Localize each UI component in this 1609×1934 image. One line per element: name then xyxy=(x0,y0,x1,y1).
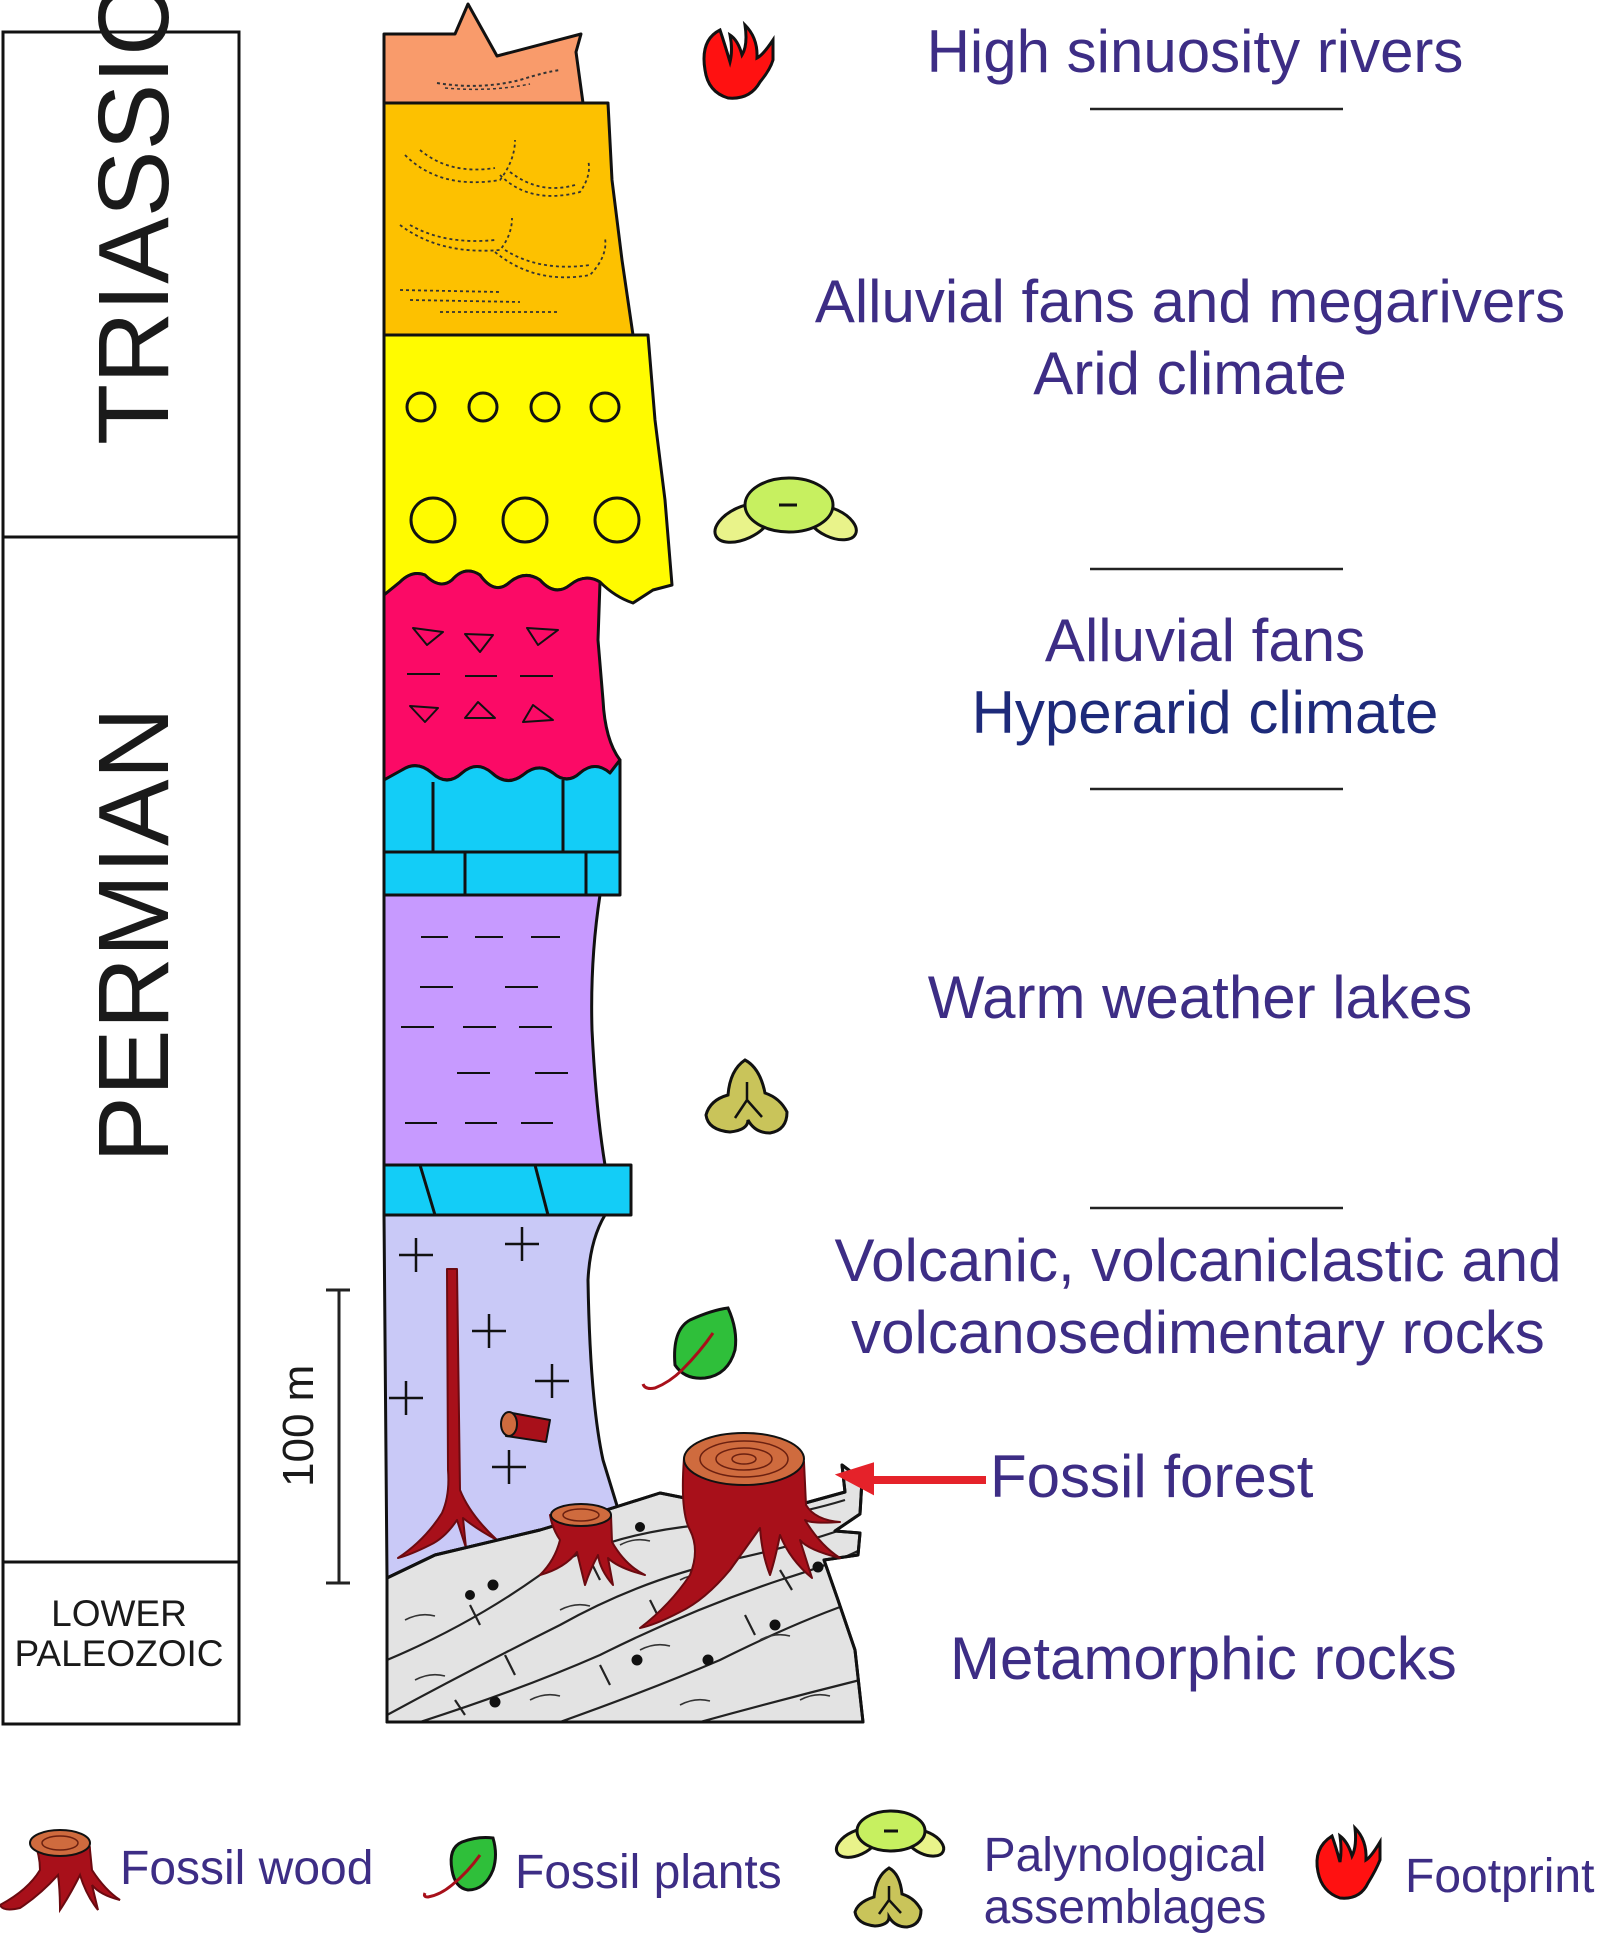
legend-label-palynological-line2: assemblages xyxy=(983,1881,1267,1934)
leaf-icon xyxy=(641,1306,738,1390)
scale-bar xyxy=(326,1288,350,1585)
env-alluvial-megarivers: Alluvial fans and megarivers Arid climat… xyxy=(770,266,1609,410)
legend-label-footprint: Footprint xyxy=(1405,1850,1595,1903)
env-volcanic-line2: volcanosedimentary rocks xyxy=(851,1299,1545,1366)
legend-label-palynological: Palynological assemblages xyxy=(960,1830,1290,1934)
red-arrow-icon xyxy=(834,1462,986,1496)
legend-label-palynological-line1: Palynological xyxy=(983,1829,1267,1882)
env-metamorphic-rocks: Metamorphic rocks xyxy=(950,1625,1457,1692)
pollen-bisaccate-icon xyxy=(713,476,858,544)
tree-stump-icon xyxy=(639,1432,841,1629)
legend-pollen-bisaccate-icon xyxy=(834,1809,946,1859)
period-label-paleozoic: PALEOZOIC xyxy=(14,1633,224,1674)
layer-lake-shale xyxy=(382,893,607,1167)
period-label-triassic: TRIASSIC xyxy=(78,0,190,445)
period-label-permian: PERMIAN xyxy=(78,707,190,1163)
legend-fossil-wood-icon xyxy=(0,1829,121,1914)
env-fossil-forest: Fossil forest xyxy=(990,1443,1314,1510)
period-label-lower-paleozoic: LOWER PALEOZOIC xyxy=(3,1594,235,1674)
lower-paleozoic-box xyxy=(1,1560,241,1726)
layer-crossbedded-sandstone xyxy=(382,101,635,337)
legend-footprint-icon xyxy=(1315,1823,1382,1900)
triassic-box xyxy=(1,30,241,539)
env-alluvial-hyperarid: Alluvial fans Hyperarid climate xyxy=(910,605,1500,749)
layer-limestone-lower xyxy=(382,1163,633,1217)
env-volcanic-rocks: Volcanic, volcaniclastic and volcanosedi… xyxy=(790,1225,1606,1369)
tree-trunk-icon xyxy=(397,1268,498,1559)
layer-limestone-upper xyxy=(382,758,622,897)
env-high-sinuosity-rivers: High sinuosity rivers xyxy=(926,18,1464,85)
env-hyperarid-climate: Hyperarid climate xyxy=(971,679,1439,746)
env-warm-weather-lakes: Warm weather lakes xyxy=(927,964,1473,1031)
scale-bar-label: 100 m xyxy=(274,1364,323,1487)
pollen-trilete-icon xyxy=(704,1058,789,1135)
legend-leaf-icon xyxy=(422,1836,497,1899)
legend-icons xyxy=(0,1809,1382,1929)
env-alluvial-megarivers-line1: Alluvial fans and megarivers xyxy=(814,268,1566,335)
layer-breccia xyxy=(382,569,622,782)
layer-top-sandstone xyxy=(382,2,585,105)
period-column xyxy=(1,30,241,1726)
fossil-log-icon xyxy=(500,1411,551,1443)
lithology-column xyxy=(382,2,865,1724)
legend-label-fossil-plants: Fossil plants xyxy=(515,1846,782,1899)
env-alluvial-fans: Alluvial fans xyxy=(1044,607,1366,674)
permian-box xyxy=(1,535,241,1564)
tree-stump-small-icon xyxy=(539,1503,646,1586)
environment-dividers xyxy=(1090,107,1343,1210)
legend-label-fossil-wood: Fossil wood xyxy=(120,1842,374,1895)
footprint-icon xyxy=(702,20,775,100)
env-volcanic-line1: Volcanic, volcaniclastic and xyxy=(834,1227,1562,1294)
legend-pollen-trilete-icon xyxy=(853,1866,923,1929)
env-arid-climate: Arid climate xyxy=(1033,340,1347,407)
layer-volcanics xyxy=(382,1213,624,1580)
layer-conglomerate xyxy=(382,333,674,605)
period-label-lower: LOWER xyxy=(51,1593,187,1634)
